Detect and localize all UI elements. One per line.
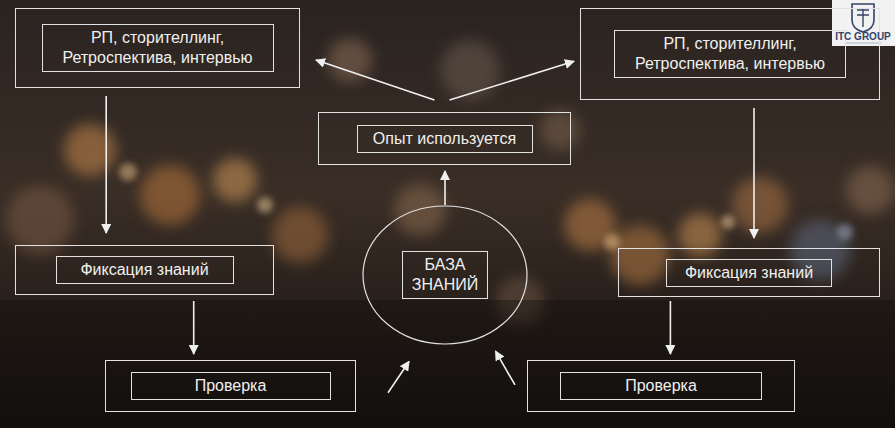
process-box: Опыт используется [318,112,571,165]
node-text: РП, сторителлинг, Ретроспектива, интервь… [51,28,265,68]
ellipse-outline [362,205,528,345]
node-text: РП, сторителлинг, Ретроспектива, интервь… [623,34,837,74]
ellipse-outline [363,206,527,344]
flow-arrow [444,171,446,205]
inner-frame: РП, сторителлинг, Ретроспектива, интервь… [42,24,274,72]
inner-frame: Проверка [560,372,762,400]
flow-arrow [753,108,755,238]
process-box: Фиксация знаний [15,245,274,295]
flow-arrow [496,351,516,385]
node-text: БАЗА ЗНАНИЙ [411,255,479,295]
inner-frame: Опыт используется [357,125,533,153]
flow-arrow [388,361,409,392]
inner-frame: РП, сторителлинг, Ретроспектива, интервь… [614,30,846,78]
logo-text: ITC GROUP [834,31,892,42]
method-box: РП, сторителлинг, Ретроспектива, интервь… [580,8,880,100]
node-text: Опыт используется [366,129,524,149]
flow-arrow [105,96,107,233]
node-text: Проверка [569,376,753,396]
node-text: Фиксация знаний [675,263,823,283]
process-box: Проверка [527,360,795,412]
flow-arrow [450,61,574,100]
inner-frame: Фиксация знаний [56,256,234,284]
knowledge-base-ellipse: БАЗА ЗНАНИЙ [362,205,528,345]
process-box: Проверка [105,360,356,412]
logo-emblem [832,0,895,46]
flow-arrow [670,301,672,354]
node-text: Проверка [140,376,322,396]
node-text: Фиксация знаний [65,260,225,280]
method-box: РП, сторителлинг, Ретроспектива, интервь… [15,8,300,88]
inner-frame: Фиксация знаний [666,259,832,287]
process-box: Фиксация знаний [618,248,880,297]
inner-frame: Проверка [131,372,331,400]
flow-arrow [193,301,195,354]
inner-frame: БАЗА ЗНАНИЙ [402,251,488,299]
flow-arrow [316,60,434,100]
